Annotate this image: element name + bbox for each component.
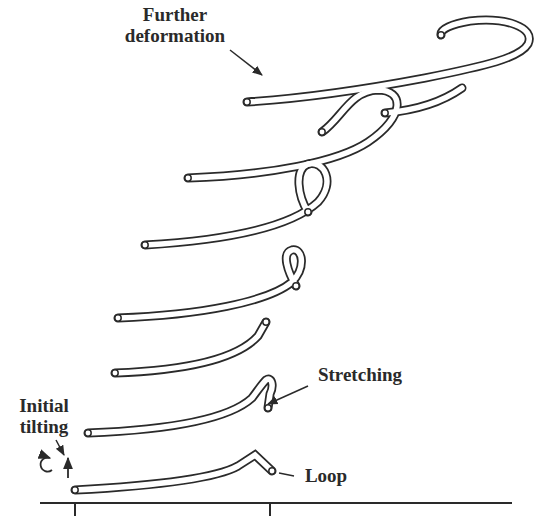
tube-end xyxy=(85,430,91,436)
tube-core xyxy=(88,379,272,433)
tube-outline xyxy=(88,379,272,433)
loop-label: Loop xyxy=(296,465,356,486)
vortex-tubes xyxy=(72,20,529,493)
tube-end xyxy=(115,315,121,321)
deformation-label: Further deformation xyxy=(110,4,240,46)
tube-core xyxy=(247,20,529,102)
tube-outline xyxy=(188,90,397,178)
tube-end xyxy=(244,99,250,105)
leader-line xyxy=(56,440,64,455)
tube-end xyxy=(269,468,275,474)
tube-end xyxy=(72,487,78,493)
tube-core xyxy=(75,455,272,490)
tick xyxy=(269,503,271,516)
tube-end xyxy=(293,283,299,289)
tube-core xyxy=(385,88,462,113)
leader-line xyxy=(268,386,308,404)
leader-line xyxy=(230,50,262,75)
tube-core xyxy=(118,250,301,318)
tube-end xyxy=(319,129,325,135)
rotation-arrow xyxy=(41,458,52,472)
tube-end xyxy=(438,32,444,38)
tube-end xyxy=(185,175,191,181)
stretching-label: Stretching xyxy=(305,364,415,385)
tick xyxy=(74,503,76,516)
tube-core xyxy=(188,90,397,178)
tube-end xyxy=(382,110,388,116)
tube-end xyxy=(112,370,118,376)
tube-outline xyxy=(118,250,301,318)
tube-end xyxy=(142,242,148,248)
tube-outline xyxy=(115,322,266,373)
tube-core xyxy=(115,322,266,373)
tube-end xyxy=(305,209,311,215)
tube-outline xyxy=(75,455,272,490)
tube-end xyxy=(263,319,269,325)
tilt-arrow xyxy=(67,458,69,478)
leader-line xyxy=(279,473,294,476)
tube-end xyxy=(265,405,271,411)
wall-line xyxy=(40,502,512,504)
tilting-label: Initial tilting xyxy=(4,395,84,437)
